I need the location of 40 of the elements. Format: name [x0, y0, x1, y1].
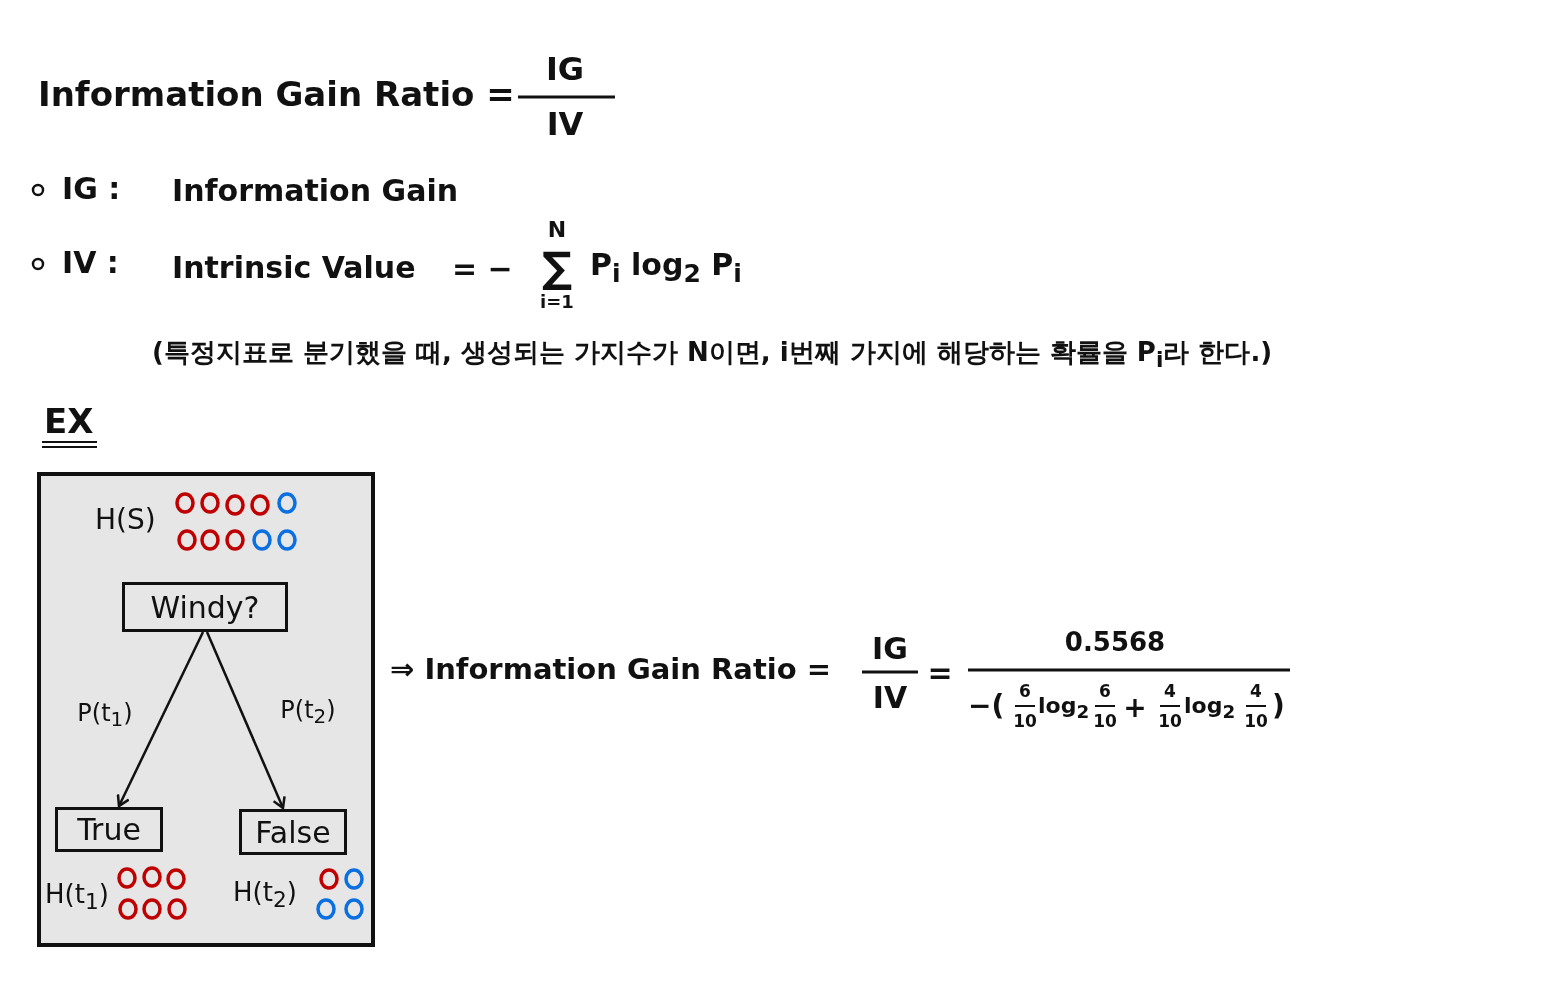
fraction-number: 4 — [1164, 681, 1176, 701]
numerator: IG — [872, 631, 908, 665]
heading: EX — [42, 402, 98, 449]
note-text: (특정지표로 분기했을 때, 생성되는 가지수가 N이면, i번째 가지에 해당하는 확률을 P$_{i}$라 한다.) — [152, 338, 1273, 372]
numerator: IG — [545, 52, 585, 88]
term: IV : — [62, 245, 119, 279]
fraction-number: 6 — [1019, 681, 1031, 701]
fraction-number: 10 — [1093, 711, 1117, 731]
definition-text: Intrinsic Value — [172, 250, 416, 284]
formula-text: log$_{2}$ — [1184, 693, 1236, 723]
arrow — [205, 631, 286, 810]
sum-limit: N — [547, 217, 567, 243]
fraction-number: 10 — [1013, 711, 1037, 731]
decision-box: Windy? — [122, 582, 288, 632]
fraction-number: 10 — [1244, 711, 1268, 731]
sum-limit: i=1 — [540, 292, 574, 312]
formula-text: = − — [452, 251, 513, 285]
denominator: IV — [872, 680, 908, 714]
outcome-box: True — [55, 807, 163, 852]
entropy-label: H(t$_{1}$) — [45, 880, 109, 914]
formula-text: −( — [968, 690, 1005, 722]
plus-sign: + — [1123, 692, 1147, 724]
numerator: 0.5568 — [1064, 627, 1166, 657]
sum-symbol: ∑ — [541, 244, 573, 292]
term: IG : — [62, 171, 121, 205]
formula-text: Information Gain Ratio = — [38, 76, 515, 114]
formula-text: P$_{i}$ log$_{2}$ P$_{i}$ — [590, 248, 742, 288]
entropy-label: H(S) — [95, 504, 156, 536]
denominator: IV — [546, 107, 584, 143]
arrow — [116, 631, 205, 808]
entropy-label: H(t$_{2}$) — [233, 878, 297, 912]
formula-text: ) — [1272, 690, 1285, 722]
equals-sign: = — [927, 655, 953, 689]
formula-text: log$_{2}$ — [1038, 693, 1090, 723]
definition-text: Information Gain — [172, 173, 459, 207]
fraction-number: 10 — [1158, 711, 1182, 731]
fraction-number: 6 — [1099, 681, 1111, 701]
formula-text: ⇒ Information Gain Ratio = — [390, 654, 831, 686]
fraction-number: 4 — [1250, 681, 1262, 701]
outcome-box: False — [239, 809, 347, 855]
